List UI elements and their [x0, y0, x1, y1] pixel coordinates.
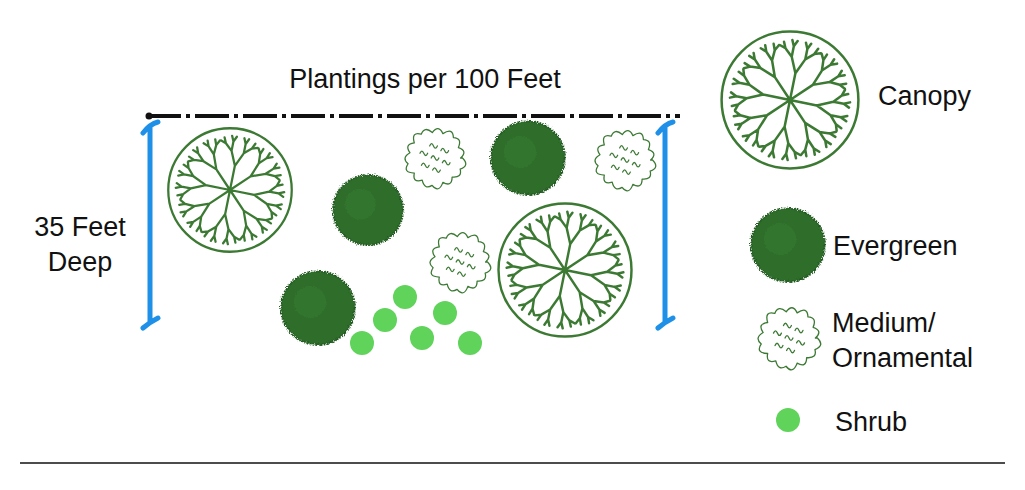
- legend-text: Shrub: [835, 405, 907, 440]
- shrub-group: [350, 285, 482, 355]
- legend-canopy-symbol: [722, 32, 859, 169]
- legend-text: Canopy: [878, 79, 971, 114]
- legend-text: Medium/ Ornamental: [832, 306, 1017, 376]
- legend-text: Evergreen: [833, 229, 958, 264]
- legend-entry: Evergreen: [833, 229, 958, 264]
- legend-entry: Shrub: [835, 405, 907, 440]
- ornamental-tree: [595, 131, 656, 191]
- shrub: [458, 331, 482, 355]
- evergreen-tree: [491, 121, 565, 195]
- evergreen-tree: [333, 175, 403, 245]
- legend-swatch: [776, 408, 800, 432]
- depth-label: 35 Feet Deep: [18, 210, 143, 280]
- label-holder: Plantings per 100 Feet: [289, 62, 561, 97]
- dimension-end: [146, 113, 153, 120]
- shrub: [433, 301, 457, 325]
- legend-entry: Medium/ Ornamental: [832, 306, 1017, 376]
- legend-evergreen-symbol: [751, 208, 825, 282]
- shrub: [350, 331, 374, 355]
- legend-entry: Canopy: [878, 79, 971, 114]
- ornamental-tree: [405, 129, 466, 189]
- canopy-tree: [168, 128, 292, 252]
- ground-line: [20, 462, 1005, 464]
- dimension-label: Plantings per 100 Feet: [289, 62, 561, 97]
- legend-ornamental-symbol: [758, 308, 821, 370]
- shrub: [393, 285, 417, 309]
- label-holder: 35 Feet Deep: [18, 210, 143, 280]
- canopy-tree: [499, 204, 632, 337]
- evergreen-tree: [281, 271, 355, 345]
- shrub: [373, 308, 397, 332]
- dimension-line: [147, 114, 680, 118]
- shrub: [410, 326, 434, 350]
- ornamental-tree: [430, 233, 491, 293]
